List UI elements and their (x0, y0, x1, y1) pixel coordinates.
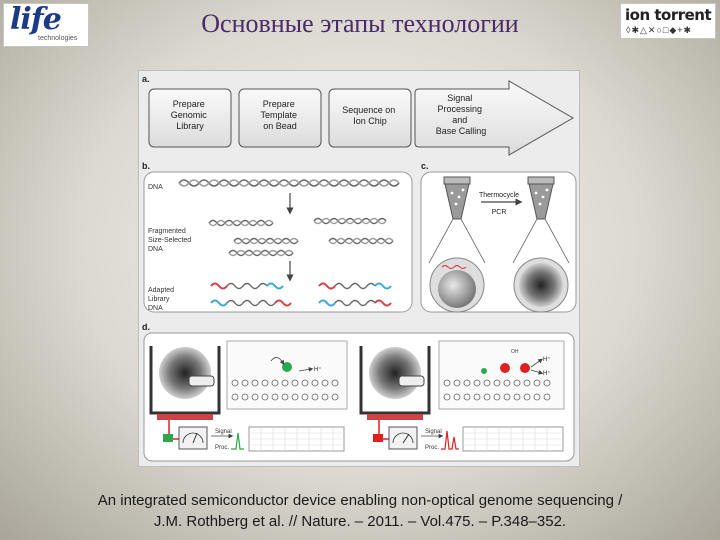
fragment-2-b (313, 217, 387, 225)
proc-label-left: Proc. (215, 445, 229, 451)
caption-line-1: An integrated semiconductor device enabl… (97, 492, 623, 509)
adapted-fragment-1 (210, 282, 284, 290)
figure-caption: An integrated semiconductor device enabl… (60, 490, 660, 532)
sequencing-bead-left (159, 347, 211, 399)
sensor-led-right (373, 434, 383, 442)
panel-c-label: c. (421, 161, 429, 171)
sequencing-bead-right (369, 347, 421, 399)
sensor-right (367, 414, 423, 420)
pcr-label: PCR (492, 209, 507, 216)
incorporation-detail-left (226, 340, 348, 410)
nucleotide-green-right (481, 368, 487, 374)
life-logo-word: life (10, 2, 62, 37)
hplus-label-left: H⁺ (314, 366, 322, 373)
meter-right (388, 426, 418, 450)
chip-well-right (359, 346, 431, 415)
fragment-2 (313, 217, 387, 225)
bead-right-amplified (519, 263, 563, 307)
meter-left (178, 426, 208, 450)
fragment-5-b (228, 249, 294, 257)
step-prepare-library-text: Prepare Genomic Library (171, 99, 210, 131)
signal-label-right: Signal (425, 429, 442, 435)
nucleotide-green-left (282, 362, 292, 372)
ion-torrent-logo: ion torrent ◊✱△✕○□◆+✱ (620, 3, 716, 39)
bead-template-right (398, 375, 425, 387)
nucleotide-red-2 (520, 363, 530, 373)
adapted-fragment-4 (318, 299, 392, 307)
sequencing-workflow-figure: a. Prepare Genomic Library Prepare Templ… (138, 70, 580, 467)
step-sequence-box (328, 88, 412, 148)
nucleotide-red-1 (500, 363, 510, 373)
signal-trace-left (231, 432, 244, 450)
step-prepare-library-box (148, 88, 232, 148)
signal-label-left: Signal (215, 429, 232, 435)
template-dna-left (441, 264, 467, 270)
fragmented-label: Fragmented Size-Selected DNA (148, 228, 193, 253)
fragment-3-b (233, 237, 299, 245)
caption-line-2: J.M. Rothberg et al. // Nature. – 2011. … (153, 513, 567, 530)
thermocycle-label: Thermocycle (479, 192, 519, 199)
hplus-label-right-2: H⁺ (543, 370, 551, 377)
panel-b-label: b. (142, 161, 150, 171)
strand-bases-left (231, 379, 339, 401)
fragment-4-b (328, 237, 394, 245)
proc-label-right: Proc. (425, 445, 439, 451)
ion-logo-symbols: ◊✱△✕○□◆+✱ (626, 25, 693, 35)
strand-bases-right (443, 379, 551, 401)
panel-d-label: d. (142, 322, 150, 332)
step-signal-text: Signal Processing and Base Calling (436, 93, 487, 136)
dna-label: DNA (148, 184, 163, 191)
zoom-lines-right (512, 218, 570, 264)
oh-label: OH (511, 349, 519, 355)
figure-svg: a. Prepare Genomic Library Prepare Templ… (139, 71, 579, 466)
adapted-label: Adapted Library DNA (148, 287, 176, 312)
hplus-label-right-1: H⁺ (543, 356, 551, 363)
step-signal-arrow (414, 80, 574, 156)
adapted-fragment-3 (210, 299, 292, 307)
panel-b-frame (143, 171, 413, 313)
life-technologies-logo: life technologies (3, 2, 89, 47)
step-prepare-template-text: Prepare Template on Bead (260, 99, 299, 131)
bead-template-left (188, 375, 215, 387)
chip-well-left (149, 346, 221, 415)
step-prepare-template-box (238, 88, 322, 148)
signal-trace-right (441, 430, 459, 450)
life-logo-subtitle: technologies (38, 35, 78, 42)
fragment-1-b (208, 219, 274, 227)
slide-title: Основные этапы технологии (201, 9, 519, 38)
adapted-fragment-2 (318, 282, 392, 290)
ion-logo-word: ion torrent (625, 6, 712, 24)
panel-a-label: a. (142, 74, 150, 84)
sensor-led-left (163, 434, 173, 442)
dna-helix-strand-b (178, 179, 400, 187)
sensor-left (157, 414, 213, 420)
bead-left (438, 270, 476, 308)
step-sequence-text: Sequence on Ion Chip (342, 105, 398, 126)
zoom-lines-left (428, 218, 486, 264)
